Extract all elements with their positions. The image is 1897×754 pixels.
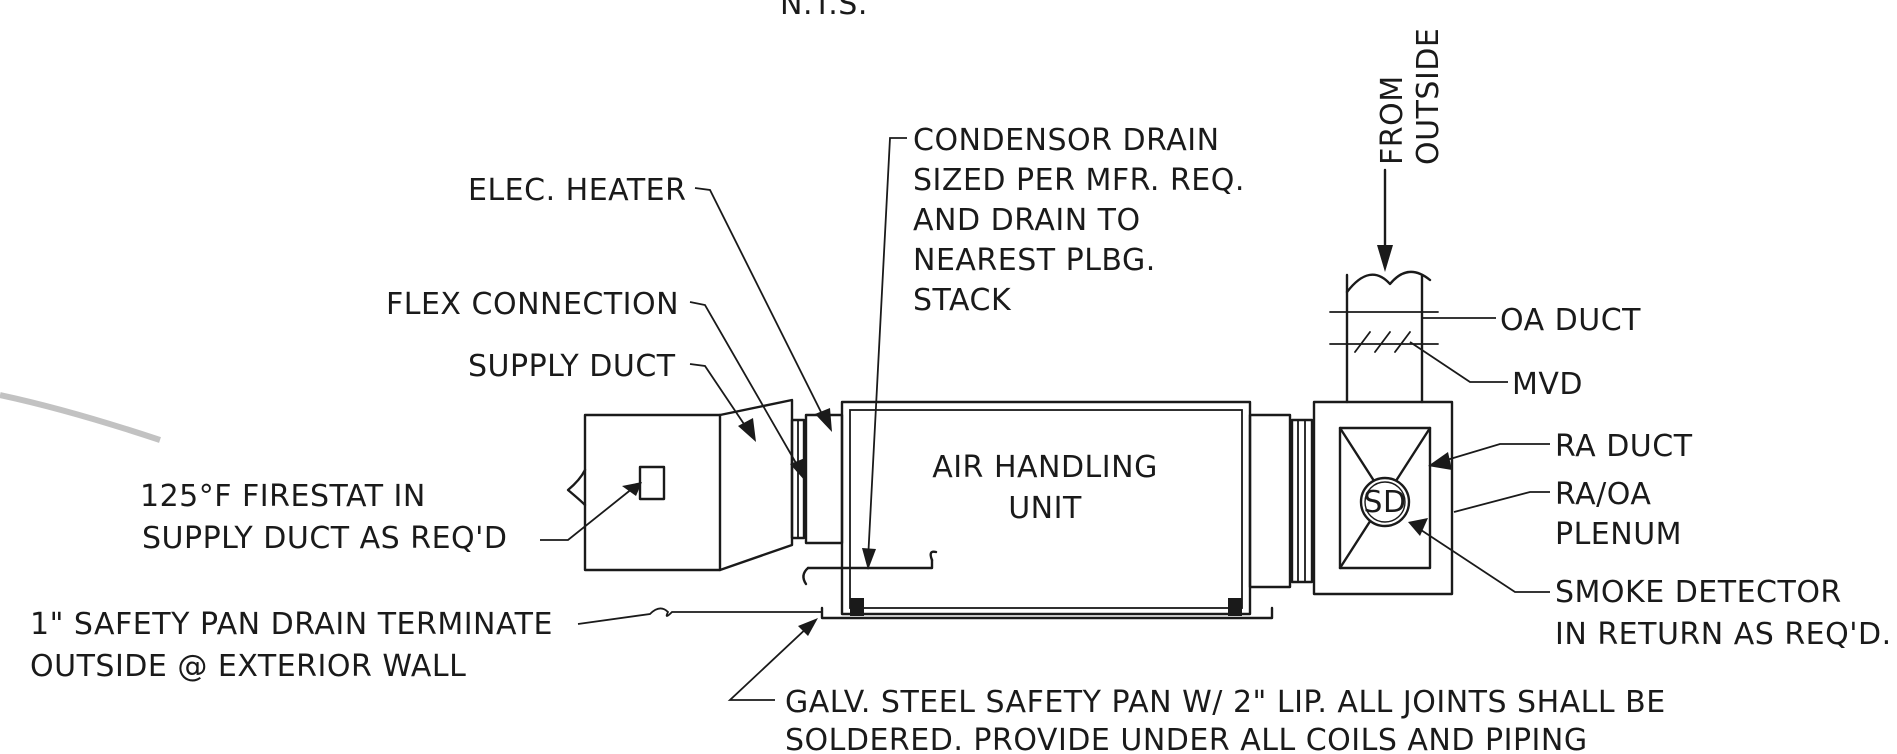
safety-pan-drain-line2: OUTSIDE @ EXTERIOR WALL: [30, 649, 466, 684]
elec-heater-label: ELEC. HEATER: [468, 173, 686, 208]
smoke-detector-arrowhead: [1408, 518, 1428, 536]
condensor-drain-line5: STACK: [913, 283, 1012, 318]
smoke-detector-leader: [1417, 527, 1550, 593]
mvd-leader: [1409, 341, 1508, 383]
supply-duct-arrowhead: [738, 418, 756, 442]
ra-duct-arrowhead: [1428, 452, 1452, 470]
plenum-leader: [1453, 491, 1550, 513]
safety-pan-drain-pipe: [577, 607, 822, 625]
flex-connection-right: [1248, 413, 1314, 589]
ra-oa-plenum: [1312, 400, 1454, 596]
scale-note: N.T.S.: [780, 0, 868, 22]
firestat-device: [638, 465, 666, 501]
galv-pan-label-line2: SOLDERED. PROVIDE UNDER ALL COILS AND PI…: [785, 723, 1588, 754]
flex-connection-arrowhead: [790, 458, 806, 482]
galv-pan-label-line1: GALV. STEEL SAFETY PAN W/ 2" LIP. ALL JO…: [785, 685, 1666, 720]
stray-mark: [0, 392, 161, 443]
smoke-detector-label-line1: SMOKE DETECTOR: [1555, 575, 1842, 610]
safety-pan-drain-line1: 1" SAFETY PAN DRAIN TERMINATE: [30, 607, 553, 642]
condensor-drain-line1: CONDENSOR DRAIN: [913, 123, 1220, 158]
condensor-drain-arrowhead: [862, 548, 876, 570]
supply-duct-leader: [689, 363, 749, 431]
supply-duct: [566, 398, 794, 572]
mvd-label: MVD: [1512, 367, 1583, 402]
condensor-drain-line3: AND DRAIN TO: [913, 203, 1141, 238]
ra-duct-label: RA DUCT: [1555, 429, 1693, 464]
ra-duct-leader: [1439, 443, 1550, 463]
safety-pan: [820, 606, 1274, 620]
oa-duct-label: OA DUCT: [1500, 303, 1641, 338]
galv-pan-leader: [727, 624, 811, 701]
smoke-detector-label-line2: IN RETURN AS REQ'D.: [1555, 617, 1892, 652]
from-outside-arrowhead: [1377, 245, 1393, 272]
plenum-label-line1: RA/OA: [1555, 477, 1651, 512]
elec-heater-leader: [694, 187, 826, 421]
plenum-label-line2: PLENUM: [1555, 517, 1682, 552]
firestat-leader: [540, 487, 634, 541]
firestat-arrowhead: [622, 482, 642, 496]
condensor-drain-leader: [867, 137, 907, 561]
from-outside-label-line2: OUTSIDE: [1411, 28, 1446, 165]
smoke-detector-symbol: [1359, 476, 1411, 528]
firestat-label-line1: 125°F FIRESTAT IN: [140, 479, 426, 514]
flex-connection-leader: [689, 301, 801, 471]
oa-duct: [1329, 270, 1439, 404]
flex-connection-left: [790, 413, 844, 545]
from-outside-label-line1: FROM: [1375, 75, 1410, 165]
ahu-label-line1: AIR HANDLING: [932, 450, 1158, 485]
condensor-drain-line2: SIZED PER MFR. REQ.: [913, 163, 1245, 198]
galv-pan-arrowhead: [798, 618, 818, 636]
condensor-drain-line4: NEAREST PLBG.: [913, 243, 1156, 278]
ahu-label-line2: UNIT: [1008, 491, 1082, 526]
flex-connection-label: FLEX CONNECTION: [386, 287, 679, 322]
condensor-drain-pipe: [802, 550, 938, 586]
elec-heater-arrowhead: [815, 408, 832, 432]
sd-label: SD: [1363, 485, 1406, 520]
supply-duct-label: SUPPLY DUCT: [468, 349, 676, 384]
firestat-label-line2: SUPPLY DUCT AS REQ'D: [142, 521, 508, 556]
